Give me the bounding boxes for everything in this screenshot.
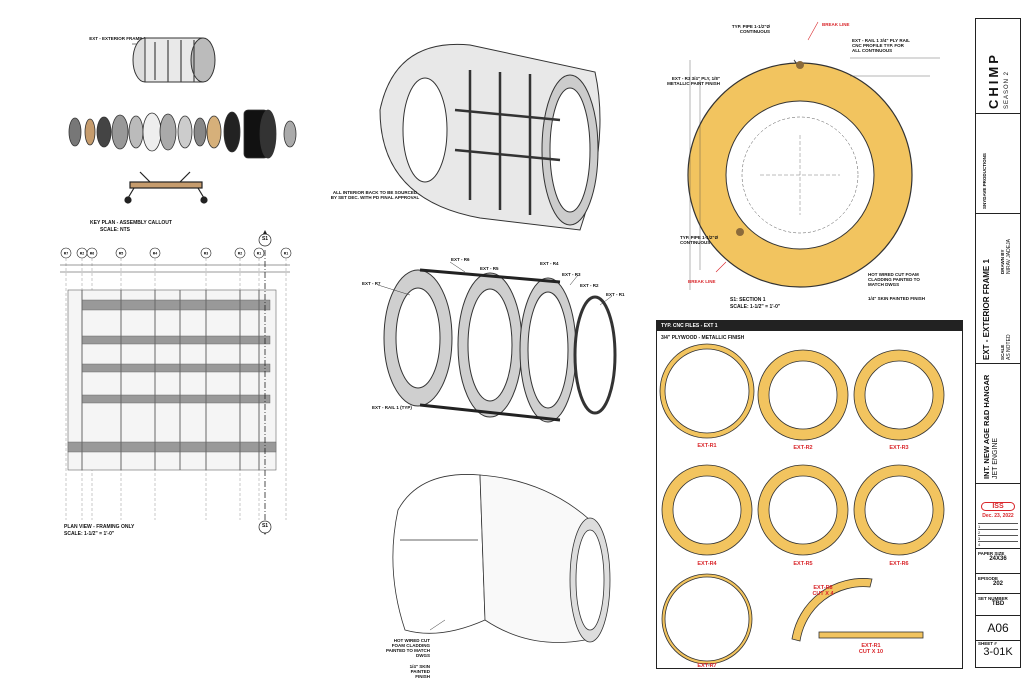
- iso-clad-drawing: [392, 474, 611, 643]
- label-ext-r2: EXT - R2: [580, 283, 599, 288]
- issue-cell: ISS Dec. 23, 2022 1 2 3 4: [976, 484, 1020, 549]
- cnc-parts-drawing: [659, 343, 945, 665]
- sheet-name-cell: EXT - EXTERIOR FRAME 1 SCALE AS NOTED DR…: [976, 214, 1020, 364]
- set-number-value: TBD: [991, 601, 1005, 607]
- key-plan-callout: EXT - EXTERIOR FRAME 1: [89, 36, 146, 41]
- label-ext-r4: EXT - R4: [540, 261, 559, 266]
- cnc-part-ext-r7: EXT-R7: [697, 663, 717, 669]
- plan-marker-r2: R1: [257, 252, 262, 256]
- revision-row-4: 4: [978, 541, 1018, 547]
- paper-value: 24X36: [989, 556, 1007, 562]
- cnc-subheader: 3/4" PLYWOOD - METALLIC FINISH: [661, 335, 745, 341]
- cnc-part-ext-r5: EXT-R5: [793, 561, 813, 567]
- revision-row-3: 3: [978, 535, 1018, 541]
- plan-marker-r1: R1: [284, 252, 289, 256]
- sheet-label: SHEET #: [978, 641, 997, 646]
- cnc-part-ext-r1: EXT-R1: [697, 443, 717, 449]
- finish-note: EXT - R3 3/4" PLY, 1/8" METALLIC PAINT F…: [667, 76, 720, 86]
- set-number-cell: SET NUMBER TBD: [976, 594, 1020, 616]
- cnc-part-ext-r2: EXT-R2: [793, 445, 813, 451]
- cnc-part-ext-r3: EXT-R3: [889, 445, 909, 451]
- foam-note: HOT WIRED CUT FOAM CLADDING PAINTED TO M…: [386, 638, 430, 658]
- cnc-part-ext-r6: EXT-R6: [889, 561, 909, 567]
- plan-marker-r2: R2: [80, 252, 85, 256]
- sheet-name: EXT - EXTERIOR FRAME 1: [982, 259, 991, 360]
- section-drawing: [687, 21, 940, 290]
- cnc-rail-a: EXT-R8: [813, 585, 833, 591]
- section-tag-bottom: S1: [261, 523, 269, 529]
- title-block: CHIMP SEASON 2 SNYDAVE PRODUCTIONS EXT -…: [975, 18, 1021, 668]
- section-skin-note: 1/4" SKIN PAINTED FINISH: [868, 296, 926, 301]
- typ-pipe-note-top: TYP. PIPE 1-1/2"Ø CONTINUOUS: [731, 24, 770, 34]
- cnc-rail-a-cut: CUT X 4: [812, 591, 834, 597]
- cnc-header: TYP. CNC FILES - EXT 1: [657, 321, 962, 331]
- typ-pipe-note-bottom: TYP. PIPE 1-1/2"Ø CONTINUOUS: [680, 235, 719, 245]
- label-ext-r7: EXT - R7: [362, 281, 381, 286]
- label-ext-r1: EXT - R1: [606, 292, 625, 297]
- cnc-part-ext-r4: EXT-R4: [697, 561, 717, 567]
- label-ext-r6: EXT - R6: [451, 257, 470, 262]
- key-plan-drawing: [68, 37, 297, 204]
- rail-note: EXT - RAIL 1 3/4" PLY RAIL CNC PROFILE T…: [852, 38, 910, 53]
- scale-value: AS NOTED: [1006, 334, 1012, 360]
- issue-stamp: ISS: [981, 502, 1015, 511]
- production-cell: SNYDAVE PRODUCTIONS: [976, 114, 1020, 214]
- interior-note: ALL INTERIOR BACK TO BE SOURCED BY SET D…: [330, 190, 420, 200]
- section-tag-top: S1: [261, 236, 269, 242]
- skin-note: 1/4" SKIN PAINTED FINISH: [409, 664, 430, 679]
- cnc-panel: TYP. CNC FILES - EXT 1 3/4" PLYWOOD - ME…: [656, 320, 963, 669]
- plan-view-title: PLAN VIEW - FRAMING ONLY: [64, 524, 135, 530]
- plan-marker-r6: R6: [90, 252, 95, 256]
- set-name: INT. NEW AGE R&D HANGAR: [982, 374, 991, 479]
- brand-cell: CHIMP SEASON 2: [976, 19, 1020, 114]
- break-line-bottom: BREAK LINE: [688, 279, 716, 284]
- plan-marker-r3: R3: [204, 252, 209, 256]
- plan-marker-r7: R7: [64, 252, 69, 256]
- drawn-by-value: NIRAV JADEJA: [1006, 239, 1012, 274]
- revision-row-2: 2: [978, 529, 1018, 535]
- episode-value: 202: [992, 581, 1003, 587]
- brand-title: CHIMP: [986, 52, 1001, 109]
- plan-marker-r5: R5: [119, 252, 124, 256]
- episode-label: EPISODE: [978, 576, 999, 581]
- rail-label: EXT - RAIL 1 (TYP): [372, 405, 412, 410]
- sheet-code: 3-01K: [983, 646, 1013, 658]
- break-line-top: BREAK LINE: [822, 22, 850, 27]
- set-name-cell: INT. NEW AGE R&D HANGAR JET ENGINE: [976, 364, 1020, 484]
- label-ext-r3: EXT - R3: [562, 272, 581, 277]
- plan-view-drawing: R7 R2 R6 R5 R4 R3 R2 R1 R1: [60, 230, 292, 535]
- set-number-label: SET NUMBER: [978, 596, 1008, 601]
- section-title: S1: SECTION 1: [730, 297, 766, 303]
- production-name: SNYDAVE PRODUCTIONS: [982, 153, 987, 209]
- iso-exploded-drawing: [377, 261, 617, 423]
- issue-date: Dec. 23, 2022: [982, 513, 1014, 519]
- sheet-code-cell: SHEET # 3-01K: [976, 641, 1020, 668]
- label-ext-r5: EXT - R5: [480, 266, 499, 271]
- cnc-rail-b-cut: CUT X 10: [858, 649, 884, 655]
- paper-label: PAPER SIZE: [978, 551, 1005, 556]
- iso-frame-drawing: [379, 43, 601, 231]
- cnc-rail-b: EXT-R1: [861, 643, 881, 649]
- key-plan-title: KEY PLAN - ASSEMBLY CALLOUT: [90, 220, 172, 226]
- revision-row-1: 1: [978, 523, 1018, 529]
- season-label: SEASON 2: [1004, 70, 1010, 109]
- set-sub: JET ENGINE: [992, 437, 999, 479]
- sheet-number: A06: [976, 616, 1020, 641]
- paper-cell: PAPER SIZE 24X36: [976, 549, 1020, 574]
- scale-label: SCALE: [1000, 344, 1005, 360]
- key-plan-scale: SCALE: NTS: [100, 227, 130, 233]
- plan-marker-r3: R2: [238, 252, 243, 256]
- drawn-by-label: DRAWN BY: [1000, 249, 1005, 275]
- section-foam-note: HOT WIRED CUT FOAM CLADDING PAINTED TO M…: [868, 272, 920, 287]
- plan-marker-r4: R4: [153, 252, 158, 256]
- plan-view-scale: SCALE: 1-1/2" = 1'-0": [64, 531, 115, 537]
- section-scale: SCALE: 1-1/2" = 1'-0": [730, 304, 781, 310]
- episode-cell: EPISODE 202: [976, 574, 1020, 594]
